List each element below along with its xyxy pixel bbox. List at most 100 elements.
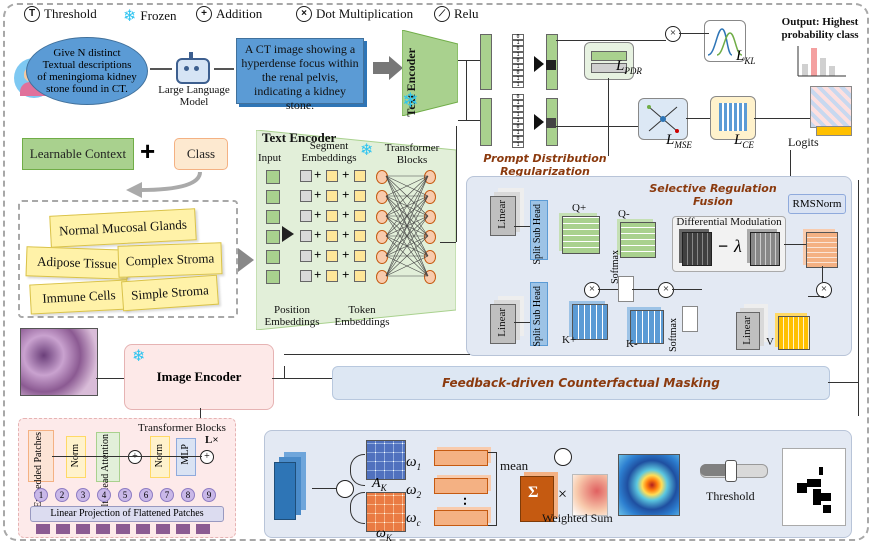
threshold-slider-handle[interactable] xyxy=(724,460,737,482)
position-embedding xyxy=(354,170,366,182)
omega-c-label: ωc xyxy=(406,510,421,528)
omega-2-label: ω2 xyxy=(406,482,422,500)
arrow-classes-to-encoder xyxy=(238,248,254,272)
plus-icon: + xyxy=(314,167,322,182)
transformer-node xyxy=(376,270,388,284)
plus-icon: + xyxy=(314,187,322,202)
input-label: Input xyxy=(258,152,282,164)
softmax-box-bottom xyxy=(682,306,698,332)
weighted-stack xyxy=(520,476,554,522)
class-box: Class xyxy=(174,138,228,170)
legend-dot-mult-label: Dot Multiplication xyxy=(316,6,414,21)
pdr-loss-box xyxy=(584,42,634,80)
omega-1-bar xyxy=(434,450,488,466)
outer-frame xyxy=(3,3,869,541)
class-tag-complex-stroma: Complex Stroma xyxy=(117,242,223,278)
token-embedding xyxy=(326,270,338,282)
position-embedding xyxy=(354,210,366,222)
token-embedding xyxy=(326,250,338,262)
times-circle-icon: × xyxy=(296,6,312,22)
segment-embedding xyxy=(300,250,312,262)
q-minus-label: Q- xyxy=(618,208,630,220)
patch-number: 1 xyxy=(34,488,48,502)
token-embedding xyxy=(326,210,338,222)
class-arrow xyxy=(126,171,202,198)
q-plus-label: Q+ xyxy=(572,202,587,214)
output-mult-icon: × xyxy=(816,282,832,298)
llm-description-text: A CT image showing a hyperdense focus wi… xyxy=(241,42,359,112)
minus-sign: − xyxy=(718,236,729,256)
binary-cell: 1 xyxy=(512,40,524,46)
position-embeddings-label: Position Embeddings xyxy=(264,304,320,328)
linear-label-top: Linear xyxy=(496,200,508,229)
segment-embedding xyxy=(300,270,312,282)
patch-thumbnail xyxy=(196,524,210,534)
plus-icon: + xyxy=(342,187,350,202)
position-embedding xyxy=(354,250,366,262)
position-embedding xyxy=(354,190,366,202)
segment-embedding xyxy=(300,210,312,222)
v-matrix xyxy=(778,316,810,350)
vit-lx-label: L× xyxy=(205,434,219,446)
srf-title: Selective Regulation Fusion xyxy=(649,182,777,208)
omega-1-label: ω1 xyxy=(406,454,422,472)
patch-number: 7 xyxy=(160,488,174,502)
differential-modulation-label: Differential Modulation xyxy=(676,216,782,228)
qk-minus-mult-icon: × xyxy=(658,282,674,298)
legend-dot-mult: × Dot Multiplication xyxy=(296,6,413,22)
binary-cell: 1 xyxy=(512,76,524,82)
weighted-sum-label: Weighted Sum xyxy=(542,511,613,525)
ce-loss-label: LCE xyxy=(734,132,754,150)
fcm-box: Feedback-driven Counterfactual Masking xyxy=(332,366,830,400)
legend-addition: + Addition xyxy=(196,6,262,22)
vit-add-icon-1: + xyxy=(128,450,142,464)
transformer-node xyxy=(424,190,436,204)
norm-box-2 xyxy=(150,436,170,478)
binary-cell: 0 xyxy=(512,34,524,40)
input-token xyxy=(266,190,280,204)
threshold-icon: T xyxy=(24,6,40,22)
patch-number: 2 xyxy=(55,488,69,502)
vit-add-icon-2: + xyxy=(200,450,214,464)
legend-frozen: ❄ Frozen xyxy=(123,6,177,26)
k-minus-label: K- xyxy=(626,338,638,350)
segment-embedding xyxy=(300,170,312,182)
plus-icon: + xyxy=(342,207,350,222)
patch-number: 8 xyxy=(181,488,195,502)
plus-icon: + xyxy=(342,167,350,182)
v-label: V xyxy=(766,336,774,348)
arrow-desc-to-encoder xyxy=(373,62,389,74)
vertical-ellipsis: ⋮ xyxy=(458,497,472,512)
text-encoder-trapezoid xyxy=(402,30,458,116)
diff-matrix-b xyxy=(750,232,780,266)
binary-cell: 0 xyxy=(512,124,524,130)
image-encoder-box: Image Encoder xyxy=(124,344,274,410)
kl-loss-box xyxy=(704,20,746,62)
frozen-transformer-icon: ❄ xyxy=(360,140,374,159)
mlp-box xyxy=(176,438,196,476)
patch-thumbnail xyxy=(96,524,110,534)
patch-thumbnail xyxy=(156,524,170,534)
patch-thumbnail xyxy=(136,524,150,534)
snowflake-icon: ❄ xyxy=(123,6,137,25)
patch-thumbnail xyxy=(36,524,50,534)
q-minus-matrix xyxy=(620,222,656,258)
patch-number: 9 xyxy=(202,488,216,502)
transformer-node xyxy=(424,210,436,224)
binary-cell: 0 xyxy=(512,70,524,76)
mean-label: mean xyxy=(500,458,529,473)
threshold-label: Threshold xyxy=(706,489,755,503)
lambda-symbol: λ xyxy=(734,236,742,256)
rmsnorm-box: RMSNorm xyxy=(788,194,846,214)
mse-loss-box xyxy=(638,98,688,140)
softmax-label-top: Softmax xyxy=(610,250,621,284)
heatmap xyxy=(618,454,680,516)
llm-prompt-bubble: Give N distinct Textual descriptions of … xyxy=(26,37,148,105)
split-sub-head-label-bottom: Split Sub Head xyxy=(532,286,543,347)
plus-icon: + xyxy=(342,227,350,242)
input-token xyxy=(266,270,280,284)
omega-c-bar xyxy=(434,510,488,526)
histology-image xyxy=(20,328,98,396)
mse-loss-label: LMSE xyxy=(666,132,692,150)
patch-thumbnail xyxy=(76,524,90,534)
